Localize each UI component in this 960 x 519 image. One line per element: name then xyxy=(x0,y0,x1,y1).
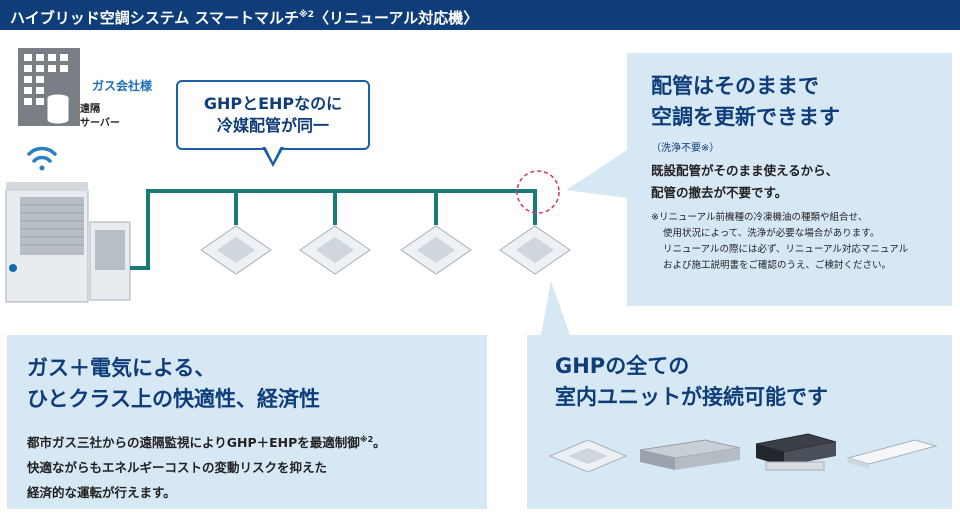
indoor-cassette-unit-4 xyxy=(499,225,571,275)
indoor-compatibility-title-line1: GHPの全ての xyxy=(555,354,690,378)
remote-server-icon xyxy=(46,93,70,125)
bottom-panel-pointer xyxy=(541,281,570,335)
ehp-outdoor-unit-icon xyxy=(89,221,131,301)
page-header: ハイブリッド空調システム スマートマルチ※2〈リニューアル対応機〉 xyxy=(0,0,960,30)
indoor-compatibility-panel: GHPの全ての 室内ユニットが接続可能です xyxy=(527,335,952,509)
comfort-economy-title-line1: ガス＋電気による、 xyxy=(27,356,216,380)
comfort-economy-body-line1: 都市ガス三社からの遠隔監視によりGHP＋EHPを最適制御※2。 xyxy=(27,427,487,455)
callout-line2: 冷媒配管が同一 xyxy=(216,116,329,135)
comfort-economy-body-line1-text: 都市ガス三社からの遠隔監視によりGHP＋EHPを最適制御 xyxy=(27,435,360,451)
pipe-reuse-note: （洗浄不要※） xyxy=(651,143,720,154)
pipe-reuse-body-line2: 配管の撤去が不要です。 xyxy=(651,185,788,200)
remote-server-label-line2: サーバー xyxy=(80,118,120,129)
pipe-reuse-body: 既設配管がそのまま使えるから、 配管の撤去が不要です。 xyxy=(651,160,952,204)
pipe-reuse-footnote-line1: ※リニューアル前機種の冷凍機油の種類や組合せ、 xyxy=(651,212,868,223)
pipe-reuse-body-line1: 既設配管がそのまま使えるから、 xyxy=(651,163,839,178)
indoor-compatibility-panel-background xyxy=(527,335,952,509)
ghp-outdoor-unit-icon xyxy=(5,182,89,303)
remote-server-label: 遠隔 サーバー xyxy=(80,103,120,131)
ceiling-suspended-indoor-unit-icon xyxy=(846,439,938,469)
indoor-cassette-unit-3 xyxy=(400,225,472,275)
refrigerant-pipe xyxy=(130,189,537,270)
comfort-economy-title-line2: ひとクラス上の快適性、経済性 xyxy=(27,387,320,411)
ducted-indoor-unit-icon xyxy=(639,439,741,470)
pipe-reuse-panel: 配管はそのままで 空調を更新できます （洗浄不要※） 既設配管がそのまま使えるか… xyxy=(627,53,952,306)
header-title: ハイブリッド空調システム スマートマルチ xyxy=(10,9,300,27)
pipe-reuse-footnote: ※リニューアル前機種の冷凍機油の種類や組合せ、 使用状況によって、洗浄が必要な場… xyxy=(651,210,952,274)
pipe-reuse-footnote-line3: リニューアルの際には必ず、リニューアル対応マニュアル xyxy=(663,244,909,255)
indoor-cassette-unit-1 xyxy=(200,225,272,275)
gas-company-label: ガス会社様 xyxy=(92,79,153,93)
pipe-reuse-footnote-line4: および施工説明書をご確認のうえ、ご検討ください。 xyxy=(663,260,892,271)
indoor-compatibility-title-line2: 室内ユニットが接続可能です xyxy=(555,385,828,409)
comfort-economy-body-note: ※2 xyxy=(359,435,374,444)
comfort-economy-body-line1-end: 。 xyxy=(373,435,386,451)
callout-tail-inner xyxy=(265,146,281,162)
comfort-economy-body: 都市ガス三社からの遠隔監視によりGHP＋EHPを最適制御※2。 快適ながらもエネ… xyxy=(27,427,487,505)
indoor-cassette-unit-2 xyxy=(299,225,371,275)
shared-piping-callout: GHPとEHPなのに 冷媒配管が同一 xyxy=(176,80,370,150)
callout-line1: GHPとEHPなのに xyxy=(203,94,343,113)
top-panel-pointer xyxy=(566,150,627,198)
comfort-economy-panel: ガス＋電気による、 ひとクラス上の快適性、経済性 都市ガス三社からの遠隔監視によ… xyxy=(7,335,487,509)
pipe-reuse-highlight-circle xyxy=(516,170,560,214)
header-title-suffix: 〈リニューアル対応機〉 xyxy=(314,9,479,27)
pipe-reuse-title-line1: 配管はそのままで xyxy=(651,74,819,98)
wireless-signal-icon xyxy=(27,146,57,171)
cassette-indoor-unit-icon xyxy=(548,439,628,473)
comfort-economy-body-line2: 快適ながらもエネルギーコストの変動リスクを抑えた xyxy=(27,460,328,476)
header-title-note: ※2 xyxy=(299,10,315,20)
remote-server-label-line1: 遠隔 xyxy=(80,104,100,115)
pipe-reuse-footnote-line2: 使用状況によって、洗浄が必要な場合があります。 xyxy=(663,228,880,239)
comfort-economy-body-line3: 経済的な運転が行えます。 xyxy=(27,485,176,501)
pipe-reuse-title-line2: 空調を更新できます xyxy=(651,105,840,129)
ceiling-concealed-indoor-unit-icon xyxy=(755,433,837,471)
